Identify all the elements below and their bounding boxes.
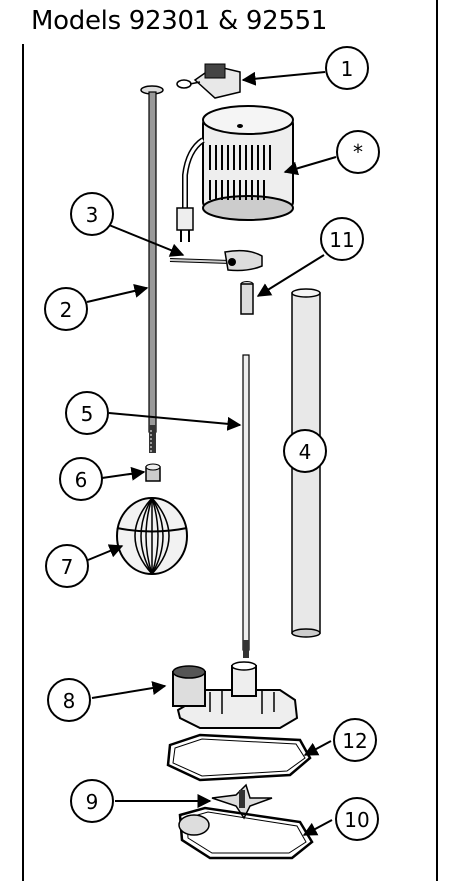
svg-text:7: 7: [61, 555, 74, 579]
left-border: [22, 44, 24, 881]
collar: [145, 463, 161, 482]
shaft: [242, 354, 250, 658]
callout-5: 5: [65, 391, 109, 435]
svg-text:6: 6: [75, 468, 88, 492]
callout-10: 10: [335, 797, 379, 841]
leader-lines: [86, 71, 337, 836]
callout-3: 3: [70, 192, 114, 236]
callout-6: 6: [59, 457, 103, 501]
svg-text:12: 12: [342, 729, 367, 753]
coupling: [240, 281, 254, 315]
base-plate: [178, 806, 314, 860]
right-border: [436, 0, 438, 881]
svg-text:8: 8: [63, 689, 76, 713]
svg-text:9: 9: [86, 790, 99, 814]
svg-text:10: 10: [344, 808, 369, 832]
svg-text:5: 5: [81, 402, 94, 426]
svg-text:2: 2: [60, 298, 73, 322]
motor: [176, 105, 294, 242]
switch-arm: [169, 249, 263, 272]
callout-2: 2: [44, 287, 88, 331]
impeller: [211, 783, 273, 820]
callout-7: 7: [45, 544, 89, 588]
callout-8: 8: [47, 678, 91, 722]
callout-1: 1: [325, 46, 369, 90]
switch-part: [176, 63, 241, 99]
svg-text:3: 3: [86, 203, 99, 227]
svg-text:*: *: [353, 140, 363, 164]
gasket: [166, 733, 312, 782]
page-title: Models 92301 & 92551: [31, 6, 328, 36]
svg-text:1: 1: [341, 57, 354, 81]
pump-housing: [172, 661, 299, 729]
callout-12: 12: [333, 718, 377, 762]
float-ball: [116, 497, 188, 575]
callout-9: 9: [70, 779, 114, 823]
svg-text:4: 4: [299, 440, 312, 464]
callout-4: 4: [283, 429, 327, 473]
callout-11: 11: [320, 217, 364, 261]
callout-star: *: [336, 130, 380, 174]
float-rod: [140, 85, 164, 453]
svg-text:11: 11: [329, 228, 354, 252]
